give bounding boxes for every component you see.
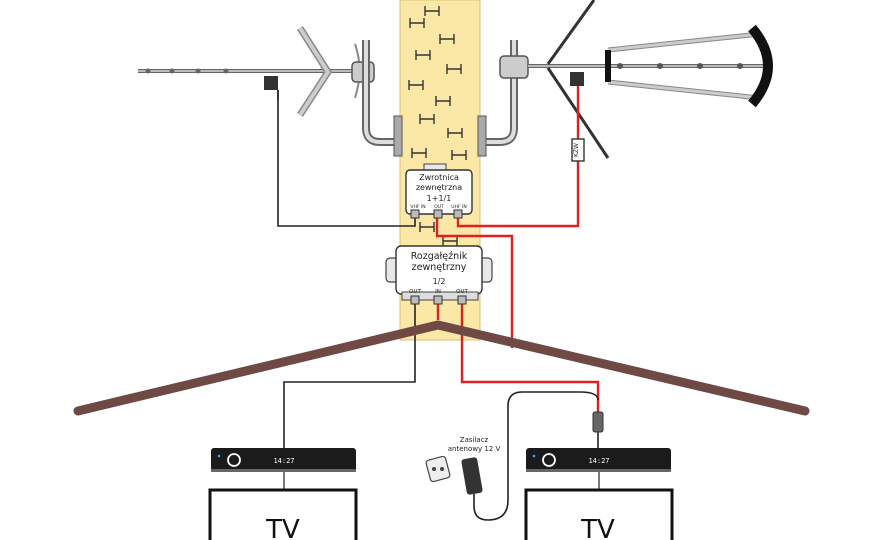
roof (73, 320, 810, 416)
inline-amplifier (571, 138, 585, 162)
uhf-antenna (477, 0, 773, 159)
power-injector (592, 411, 604, 433)
combiner-title-line2: zewnętrzna (416, 183, 462, 192)
splitter-ratio: 1/2 (433, 277, 446, 286)
splitter-port-in: IN (435, 289, 441, 295)
tv-right: TV (524, 488, 674, 540)
receiver-right: 14:27 (526, 448, 671, 472)
combiner-port-out: OUT (434, 204, 444, 210)
amplifier-label: KZW (573, 143, 580, 157)
combiner: Zwrotnica zewnętrzna 1+1/1 VHF IN OUT UH… (405, 163, 473, 219)
splitter-title-line1: Rozgałęźnik (411, 251, 468, 262)
receiver-clock: 14:27 (273, 457, 294, 465)
power-supply-line1: Zasilacz (460, 436, 489, 444)
splitter: Rozgałęźnik zewnętrzny 1/2 OUT IN OUT (385, 245, 493, 305)
tv-label: TV (265, 515, 300, 540)
tv-left: TV (208, 488, 358, 540)
vhf-antenna (138, 26, 403, 157)
coax-cables (277, 86, 600, 521)
splitter-port-out-right: OUT (456, 289, 468, 295)
power-supply-line2: antenowy 12 V (448, 445, 501, 453)
splitter-port-out-left: OUT (409, 289, 421, 295)
splitter-title-line2: zewnętrzny (412, 262, 467, 273)
combiner-title-line1: Zwrotnica (419, 173, 459, 182)
combiner-port-vhf: VHF IN (410, 204, 425, 210)
tv-label: TV (580, 515, 615, 540)
receiver-left: 14:27 (211, 448, 356, 472)
mast-texture (408, 6, 467, 246)
combiner-ratio: 1+1/1 (427, 194, 452, 203)
receiver-clock: 14:27 (588, 457, 609, 465)
combiner-port-uhf: UHF IN (451, 204, 466, 210)
power-supply: Zasilacz antenowy 12 V (425, 436, 500, 495)
